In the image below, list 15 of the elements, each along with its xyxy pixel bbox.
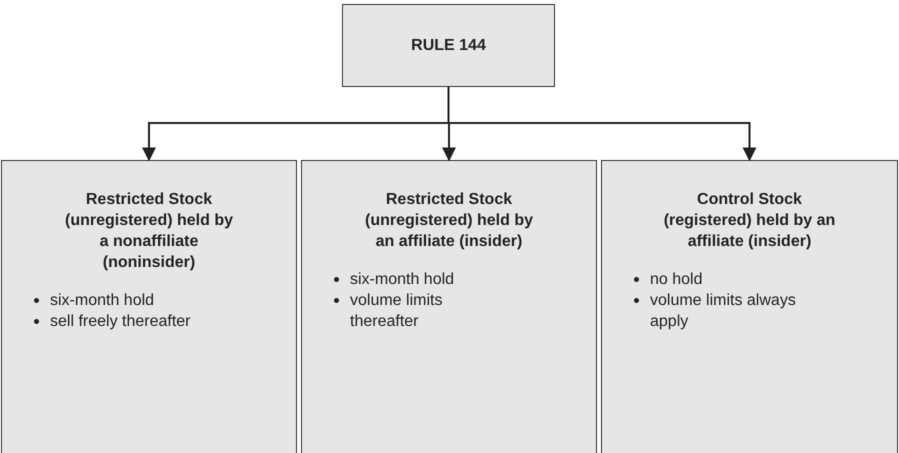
category-box xyxy=(301,160,597,453)
title-box xyxy=(342,4,555,87)
bullet-text: volume limits thereafter xyxy=(350,291,444,332)
box-heading: Restricted Stock (unregistered) held by an affiliate (insider) xyxy=(364,190,534,252)
bullet-text: six-month hold xyxy=(50,291,156,311)
bullet-text: six-month hold xyxy=(350,270,456,290)
box-heading: Restricted Stock (unregistered) held by a nonaffiliate (noninsider) xyxy=(64,190,234,273)
category-box xyxy=(1,160,297,453)
category-box xyxy=(601,160,898,453)
arrow xyxy=(448,87,756,162)
bullet-text: no hold xyxy=(650,270,704,290)
bullet-text: sell freely thereafter xyxy=(50,312,192,332)
box-heading: Control Stock (registered) held by an affiliate (insider) xyxy=(662,190,836,252)
bullet-text: volume limits always apply xyxy=(650,291,797,332)
box-heading: RULE 144 xyxy=(411,36,486,56)
